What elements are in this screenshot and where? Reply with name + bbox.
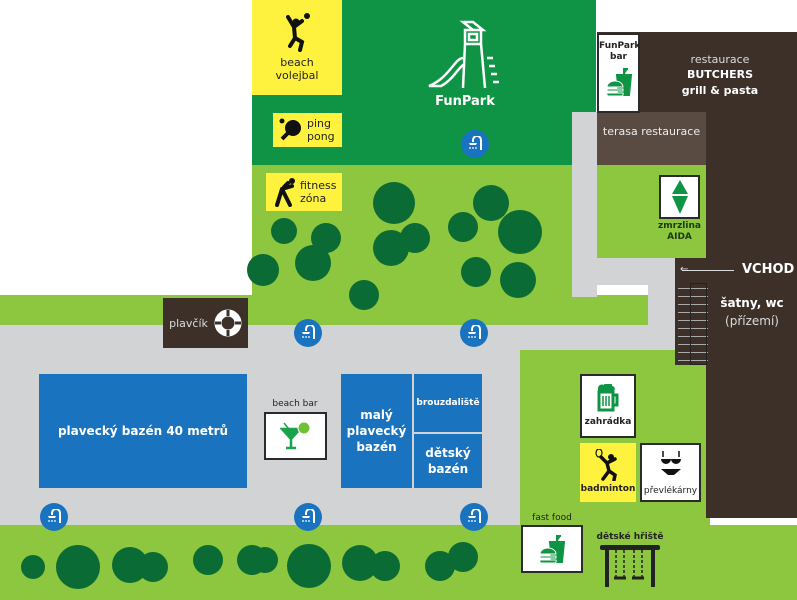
main-building	[706, 112, 797, 518]
beach-volleyball[interactable]: beach volejbal	[252, 0, 342, 95]
beer-mug-icon	[597, 384, 619, 412]
entrance-arrowhead: ←	[680, 264, 689, 275]
tree	[448, 542, 478, 572]
burger-drink-icon	[539, 535, 566, 564]
pool-kids-label: dětský bazén	[425, 445, 471, 476]
beach-bar-label: beach bar	[272, 399, 318, 409]
slide-tower-icon	[428, 20, 499, 89]
playground-label: dětské hřiště	[596, 532, 664, 542]
tree	[21, 555, 45, 579]
funpark-title: FunPark	[435, 94, 495, 109]
beach-volleyball-label: beach volejbal	[275, 56, 319, 83]
garden[interactable]: zahrádka	[580, 374, 636, 438]
lifeguard[interactable]: plavčík	[163, 298, 248, 348]
restaurant-label-2: BUTCHERS	[686, 68, 753, 82]
tree	[370, 551, 400, 581]
stairs-divider	[690, 283, 707, 365]
lifebuoy-icon	[214, 309, 242, 337]
restaurant-butchers[interactable]: restaurace BUTCHERS grill & pasta	[660, 52, 780, 98]
volleyball-player-icon	[286, 13, 310, 52]
funpark-bar[interactable]: FunPark bar	[597, 33, 640, 113]
entrance-label[interactable]: VCHOD	[742, 262, 795, 277]
stairs	[678, 284, 708, 364]
restaurant-label-3: grill & pasta	[681, 83, 759, 97]
funpark[interactable]: FunPark	[420, 18, 510, 109]
tree	[461, 257, 491, 287]
changing-rooms-label: převlékárny	[643, 486, 698, 496]
burger-drink-icon	[605, 67, 632, 97]
tree	[252, 547, 278, 573]
badminton[interactable]: badminton	[580, 443, 636, 502]
ping-pong[interactable]: ping pong	[273, 113, 342, 147]
tree	[247, 254, 279, 286]
funpark-bar-label: FunPark bar	[599, 41, 641, 62]
shower-icon	[40, 503, 68, 531]
ice-cream-label: zmrzlina AIDA	[658, 221, 701, 242]
restaurant-label-1: restaurace	[690, 53, 750, 66]
fitness-label: fitness zóna	[300, 178, 337, 205]
playground[interactable]	[600, 545, 660, 587]
tree	[138, 552, 168, 582]
cocktail-icon	[279, 421, 310, 450]
swimsuit-icon	[660, 451, 681, 475]
tree	[500, 262, 536, 298]
shower-icon	[294, 319, 322, 347]
tree	[473, 185, 509, 221]
tree	[193, 545, 223, 575]
changing-label-2: (přízemí)	[725, 314, 779, 328]
tree	[349, 280, 379, 310]
badminton-label: badminton	[580, 484, 636, 494]
tree	[400, 223, 430, 253]
path-vertical	[572, 112, 597, 297]
changing-label-1: šatny, wc	[720, 296, 784, 310]
shower-icon	[460, 319, 488, 347]
ping-pong-label: ping pong	[307, 116, 335, 143]
tree	[498, 210, 542, 254]
shower-icon	[294, 503, 322, 531]
shower-icon	[461, 130, 489, 158]
tree	[295, 245, 331, 281]
lawn-band	[0, 295, 648, 327]
changing-building-label[interactable]: šatny, wc (přízemí)	[712, 294, 792, 330]
swing-set-icon	[600, 545, 660, 587]
pool-kids[interactable]: dětský bazén	[414, 434, 482, 488]
fast-food-label: fast food	[532, 513, 572, 523]
tree	[287, 544, 331, 588]
tree	[448, 212, 478, 242]
lifeguard-label: plavčík	[169, 316, 208, 330]
pool-small-label: malý plavecký bazén	[346, 407, 407, 455]
pool-40m-label: plavecký bazén 40 metrů	[57, 423, 229, 438]
tree	[271, 218, 297, 244]
pool-small[interactable]: malý plavecký bazén	[341, 374, 412, 488]
pool-wading[interactable]: brouzdaliště	[414, 374, 482, 432]
fitness-zone[interactable]: fitness zóna	[266, 173, 342, 211]
pool-40m[interactable]: plavecký bazén 40 metrů	[39, 374, 247, 488]
path-right	[520, 325, 675, 350]
fast-food[interactable]	[521, 525, 583, 573]
entrance-arrow	[682, 270, 734, 271]
fitness-stretch-icon	[275, 178, 295, 207]
badminton-player-icon	[595, 449, 617, 481]
pool-wading-label: brouzdaliště	[416, 397, 480, 408]
path-connector	[597, 258, 675, 285]
path-right-2	[648, 285, 675, 325]
shower-icon	[460, 503, 488, 531]
ice-cream[interactable]	[659, 175, 700, 219]
beach-bar[interactable]	[264, 412, 327, 460]
ping-pong-paddle-icon	[279, 118, 301, 141]
tree	[373, 182, 415, 224]
ice-cream-icon	[671, 180, 688, 214]
changing-rooms[interactable]: převlékárny	[640, 443, 701, 502]
garden-label: zahrádka	[584, 417, 632, 427]
terrace: terasa restaurace	[597, 112, 706, 165]
tree	[56, 545, 100, 589]
